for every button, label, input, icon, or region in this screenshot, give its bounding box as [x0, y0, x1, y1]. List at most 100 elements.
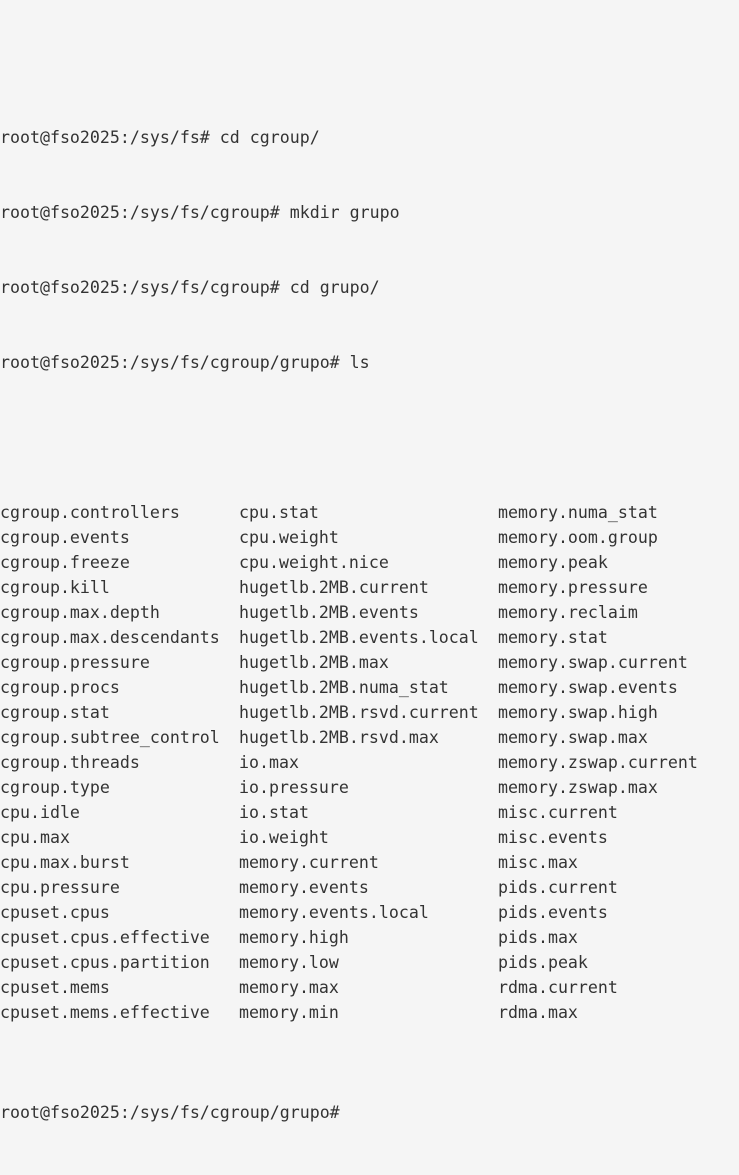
file-entry: cgroup.max.descendants — [0, 628, 220, 647]
file-entry: memory.swap.events — [498, 678, 678, 697]
command-line: root@fso2025:/sys/fs/cgroup# cd grupo/ — [0, 275, 739, 300]
file-entry: cpu.weight — [239, 528, 339, 547]
file-entry: memory.swap.max — [498, 728, 648, 747]
listing-row: cpu.max.burst memory.current misc.max — [0, 850, 739, 875]
file-entry: hugetlb.2MB.rsvd.current — [239, 703, 479, 722]
listing-row: cgroup.stat hugetlb.2MB.rsvd.current memor… — [0, 700, 739, 725]
file-entry: cpu.weight.nice — [239, 553, 389, 572]
file-entry: cpu.max — [0, 828, 70, 847]
file-entry: hugetlb.2MB.events.local — [239, 628, 479, 647]
file-entry: cpu.idle — [0, 803, 80, 822]
ls-file-listing: cgroup.controllers cpu.stat memory.numa_st… — [0, 500, 739, 1025]
file-entry: memory.stat — [498, 628, 608, 647]
listing-row: cgroup.freeze cpu.weight.nice memory.peak — [0, 550, 739, 575]
file-entry: cpuset.cpus — [0, 903, 110, 922]
file-entry: pids.events — [498, 903, 608, 922]
listing-row: cpuset.cpus memory.events.local pids.event… — [0, 900, 739, 925]
file-entry: cpuset.cpus.effective — [0, 928, 210, 947]
listing-row: cpu.pressure memory.events pids.current — [0, 875, 739, 900]
file-entry: misc.max — [498, 853, 578, 872]
file-entry: cgroup.threads — [0, 753, 140, 772]
file-entry: memory.high — [239, 928, 349, 947]
listing-row: cgroup.pressure hugetlb.2MB.max memory.swa… — [0, 650, 739, 675]
file-entry: misc.current — [498, 803, 618, 822]
command-history: root@fso2025:/sys/fs# cd cgroup/ root@fs… — [0, 75, 739, 425]
file-entry: cgroup.procs — [0, 678, 120, 697]
file-entry: hugetlb.2MB.rsvd.max — [239, 728, 439, 747]
file-entry: cgroup.events — [0, 528, 130, 547]
file-entry: cpuset.mems — [0, 978, 110, 997]
listing-row: cgroup.events cpu.weight memory.oom.group — [0, 525, 739, 550]
file-entry: cpu.max.burst — [0, 853, 130, 872]
listing-row: cgroup.max.depth hugetlb.2MB.events memory… — [0, 600, 739, 625]
file-entry: memory.events — [239, 878, 369, 897]
file-entry: memory.reclaim — [498, 603, 638, 622]
file-entry: cgroup.kill — [0, 578, 110, 597]
file-entry: memory.numa_stat — [498, 503, 658, 522]
file-entry: memory.events.local — [239, 903, 429, 922]
file-entry: cpu.pressure — [0, 878, 120, 897]
file-entry: memory.swap.current — [498, 653, 688, 672]
file-entry: memory.oom.group — [498, 528, 658, 547]
command-line: root@fso2025:/sys/fs/cgroup# mkdir grupo — [0, 200, 739, 225]
command-text: ls — [349, 353, 370, 372]
file-entry: cgroup.max.depth — [0, 603, 160, 622]
file-entry: hugetlb.2MB.current — [239, 578, 429, 597]
listing-row: cpuset.mems memory.max rdma.current — [0, 975, 739, 1000]
command-line: root@fso2025:/sys/fs/cgroup/grupo# ls — [0, 350, 739, 375]
file-entry: pids.current — [498, 878, 618, 897]
listing-row: cgroup.max.descendants hugetlb.2MB.events… — [0, 625, 739, 650]
shell-prompt: root@fso2025:/sys/fs# — [0, 128, 220, 147]
file-entry: memory.min — [239, 1003, 339, 1022]
command-line: root@fso2025:/sys/fs# cd cgroup/ — [0, 125, 739, 150]
file-entry: memory.low — [239, 953, 339, 972]
listing-row: cgroup.controllers cpu.stat memory.numa_st… — [0, 500, 739, 525]
file-entry: io.pressure — [239, 778, 349, 797]
file-entry: memory.peak — [498, 553, 608, 572]
listing-row: cgroup.procs hugetlb.2MB.numa_stat memory.… — [0, 675, 739, 700]
file-entry: cpuset.cpus.partition — [0, 953, 210, 972]
file-entry: cgroup.type — [0, 778, 110, 797]
file-entry: hugetlb.2MB.numa_stat — [239, 678, 449, 697]
listing-row: cpuset.cpus.effective memory.high pids.max — [0, 925, 739, 950]
file-entry: rdma.max — [498, 1003, 578, 1022]
command-text: cd grupo/ — [289, 278, 380, 297]
listing-row: cpuset.cpus.partition memory.low pids.peak — [0, 950, 739, 975]
terminal-output-area[interactable]: root@fso2025:/sys/fs# cd cgroup/ root@fs… — [0, 0, 739, 1122]
file-entry: memory.current — [239, 853, 379, 872]
file-entry: memory.max — [239, 978, 339, 997]
file-entry: misc.events — [498, 828, 608, 847]
listing-row: cgroup.kill hugetlb.2MB.current memory.pre… — [0, 575, 739, 600]
command-text: mkdir grupo — [289, 203, 400, 222]
listing-row: cpu.idle io.stat misc.current — [0, 800, 739, 825]
shell-prompt: root@fso2025:/sys/fs/cgroup# — [0, 203, 290, 222]
file-entry: cpuset.mems.effective — [0, 1003, 210, 1022]
file-entry: rdma.current — [498, 978, 618, 997]
file-entry: cpu.stat — [239, 503, 319, 522]
file-entry: pids.max — [498, 928, 578, 947]
file-entry: io.max — [239, 753, 299, 772]
shell-prompt: root@fso2025:/sys/fs/cgroup# — [0, 278, 290, 297]
command-text: cd cgroup/ — [219, 128, 320, 147]
listing-row: cpuset.mems.effective memory.min rdma.max — [0, 1000, 739, 1025]
file-entry: memory.pressure — [498, 578, 648, 597]
file-entry: cgroup.stat — [0, 703, 110, 722]
file-entry: memory.zswap.current — [498, 753, 698, 772]
file-entry: io.weight — [239, 828, 329, 847]
file-entry: memory.swap.high — [498, 703, 658, 722]
active-prompt-line[interactable]: root@fso2025:/sys/fs/cgroup/grupo# — [0, 1100, 739, 1125]
file-entry: cgroup.subtree_control — [0, 728, 220, 747]
file-entry: cgroup.pressure — [0, 653, 150, 672]
file-entry: hugetlb.2MB.max — [239, 653, 389, 672]
listing-row: cpu.max io.weight misc.events — [0, 825, 739, 850]
listing-row: cgroup.subtree_control hugetlb.2MB.rsvd.m… — [0, 725, 739, 750]
shell-prompt: root@fso2025:/sys/fs/cgroup/grupo# — [0, 353, 350, 372]
listing-row: cgroup.threads io.max memory.zswap.current — [0, 750, 739, 775]
file-entry: cgroup.freeze — [0, 553, 130, 572]
file-entry: cgroup.controllers — [0, 503, 180, 522]
file-entry: hugetlb.2MB.events — [239, 603, 419, 622]
file-entry: pids.peak — [498, 953, 588, 972]
shell-prompt: root@fso2025:/sys/fs/cgroup/grupo# — [0, 1103, 350, 1122]
file-entry: io.stat — [239, 803, 309, 822]
